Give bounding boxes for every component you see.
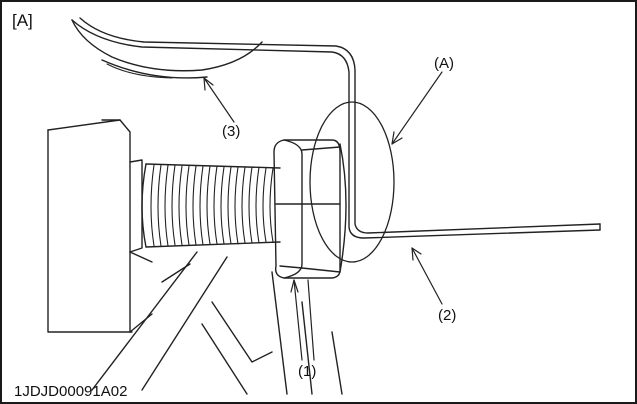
panel-label: [A] [12, 11, 33, 30]
support-ribs [91, 251, 343, 395]
callout-part-1: (1) [298, 363, 317, 380]
washer [339, 143, 347, 273]
figure-id: 1JDJD00091A02 [14, 383, 128, 400]
leader-lines [203, 71, 443, 361]
callout-detail-a: (A) [434, 55, 454, 72]
bracket-plate [71, 17, 601, 239]
bolt-shank [141, 163, 281, 248]
hex-nut [273, 139, 341, 279]
callout-part-2: (2) [438, 307, 457, 324]
detail-circle-a [309, 101, 395, 263]
upper-housing [71, 19, 263, 79]
callout-part-3: (3) [222, 123, 241, 140]
mounting-block [47, 119, 153, 333]
